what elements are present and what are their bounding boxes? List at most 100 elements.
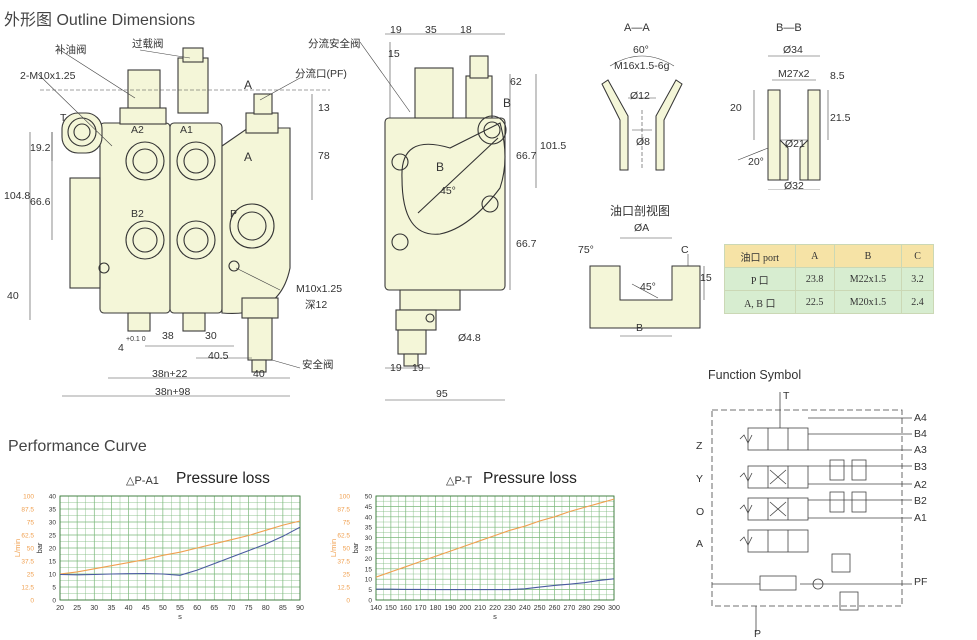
left-axis-label: L/min xyxy=(329,539,338,557)
left-tick-label: 50 xyxy=(343,546,351,553)
port-a2-label: A2 xyxy=(131,124,144,136)
dim-40b: 40 xyxy=(253,368,265,380)
left-tick-label: 87.5 xyxy=(337,507,350,514)
left-tick-label: 100 xyxy=(339,494,350,501)
right-tick-label: 35 xyxy=(365,525,373,532)
left-tick-label: 100 xyxy=(23,494,34,501)
function-symbol-o: O xyxy=(696,506,705,518)
function-symbol-b3: B3 xyxy=(914,461,927,473)
dim-30: 30 xyxy=(205,330,217,342)
x-tick-label: 30 xyxy=(90,605,98,612)
table-cell: 3.2 xyxy=(901,267,934,291)
page-title: 外形图 Outline Dimensions xyxy=(4,12,196,29)
left-tick-label: 0 xyxy=(346,598,350,605)
dim-19-2: 19.2 xyxy=(30,142,51,154)
port-b2-label: B2 xyxy=(131,208,144,220)
table-cell: 22.5 xyxy=(794,290,835,314)
dim-66-7a: 66.7 xyxy=(516,150,537,162)
x-tick-label: 45 xyxy=(142,605,150,612)
table-cell: M20x1.5 xyxy=(833,290,903,314)
x-tick-label: 40 xyxy=(125,605,133,612)
function-symbol-t: T xyxy=(783,390,790,402)
dim-19-bottom-a: 19 xyxy=(390,362,402,374)
port-a1-label: A1 xyxy=(180,124,193,136)
x-tick-label: 85 xyxy=(279,605,287,612)
dim-18: 18 xyxy=(460,24,472,36)
dim-4-tolerance: +0.1 0 xyxy=(126,336,146,343)
pressure-series-line xyxy=(59,526,301,576)
port-section-title: 油口剖视图 xyxy=(610,204,671,218)
flow-series-line xyxy=(375,498,615,578)
left-tick-label: 87.5 xyxy=(21,507,34,514)
right-tick-label: 20 xyxy=(365,556,373,563)
right-tick-label: 15 xyxy=(365,566,373,573)
table-cell: 2.4 xyxy=(901,290,934,314)
left-tick-label: 50 xyxy=(27,546,35,553)
left-tick-label: 12.5 xyxy=(337,585,350,592)
port-table-header-cell: A xyxy=(794,244,835,268)
port-table: 油口 port A B C P 口 23.8 M22x1.5 3.2 A, B … xyxy=(724,244,934,314)
x-tick-label: 220 xyxy=(489,605,501,612)
x-axis-label: s xyxy=(493,612,497,621)
dim-13: 13 xyxy=(318,102,330,114)
plot-frame xyxy=(59,495,301,601)
right-tick-label: 45 xyxy=(365,504,373,511)
left-tick-label: 0 xyxy=(30,598,34,605)
right-tick-label: 5 xyxy=(368,587,372,594)
port-table-header-cell: C xyxy=(901,244,934,268)
table-cell: P 口 xyxy=(724,267,796,291)
port-t-label: T xyxy=(60,112,67,124)
function-symbol-a4: A4 xyxy=(914,412,927,424)
port-section-drawing xyxy=(589,237,705,337)
port-table-header-cell: B xyxy=(833,244,903,268)
port-section-45: 45° xyxy=(640,281,656,293)
table-row: A, B 口 22.5 M20x1.5 2.4 xyxy=(724,290,934,314)
x-tick-label: 25 xyxy=(73,605,81,612)
port-section-da: ØA xyxy=(634,222,650,234)
function-symbol-b2: B2 xyxy=(914,495,927,507)
dim-38: 38 xyxy=(162,330,174,342)
pressure-series-line xyxy=(376,578,615,591)
chart1-annotation: Pressure loss xyxy=(176,470,270,487)
section-bb-drawing xyxy=(737,55,829,190)
dim-78: 78 xyxy=(318,150,330,162)
x-tick-label: 75 xyxy=(245,605,253,612)
right-tick-label: 40 xyxy=(49,494,57,501)
section-aa-title: A—A xyxy=(624,22,650,34)
right-tick-label: 50 xyxy=(365,494,373,501)
function-symbol-pf: PF xyxy=(914,576,928,588)
thread-2m-label: 2-M10x1.25 xyxy=(20,70,76,82)
port-section-15: 15 xyxy=(700,272,712,284)
x-tick-label: 35 xyxy=(108,605,116,612)
x-tick-label: 270 xyxy=(564,605,576,612)
function-symbol-b4: B4 xyxy=(914,428,927,440)
port-p-label: P xyxy=(230,208,238,220)
function-symbol-title: Function Symbol xyxy=(708,368,802,382)
dim-35: 35 xyxy=(425,24,437,36)
right-tick-label: 0 xyxy=(368,598,372,605)
x-tick-label: 65 xyxy=(210,605,218,612)
dim-15: 15 xyxy=(388,48,400,60)
x-tick-label: 260 xyxy=(549,605,561,612)
dim-40: 40 xyxy=(7,290,19,302)
right-tick-label: 20 xyxy=(49,546,57,553)
port-section-75: 75° xyxy=(578,244,594,256)
dim-101-5: 101.5 xyxy=(540,140,567,152)
section-aa-d8: Ø8 xyxy=(636,136,651,148)
dim-66-6: 66.6 xyxy=(30,196,51,208)
dim-4: 4 xyxy=(118,342,124,354)
side-view-drawing xyxy=(360,33,537,401)
m10-label: M10x1.25 xyxy=(296,283,343,295)
dim-62: 62 xyxy=(510,76,522,88)
dim-104-8: 104.8 xyxy=(4,190,31,202)
left-tick-label: 37.5 xyxy=(337,559,350,566)
front-view-drawing xyxy=(29,47,330,397)
port-b-label: B xyxy=(436,160,445,174)
right-tick-label: 15 xyxy=(49,559,57,566)
dim-19-bottom-b: 19 xyxy=(412,362,424,374)
right-tick-label: 0 xyxy=(52,598,56,605)
left-tick-label: 12.5 xyxy=(21,585,34,592)
chart2-title: △P-T xyxy=(446,475,473,487)
right-tick-label: 35 xyxy=(49,507,57,514)
x-tick-label: 70 xyxy=(228,605,236,612)
